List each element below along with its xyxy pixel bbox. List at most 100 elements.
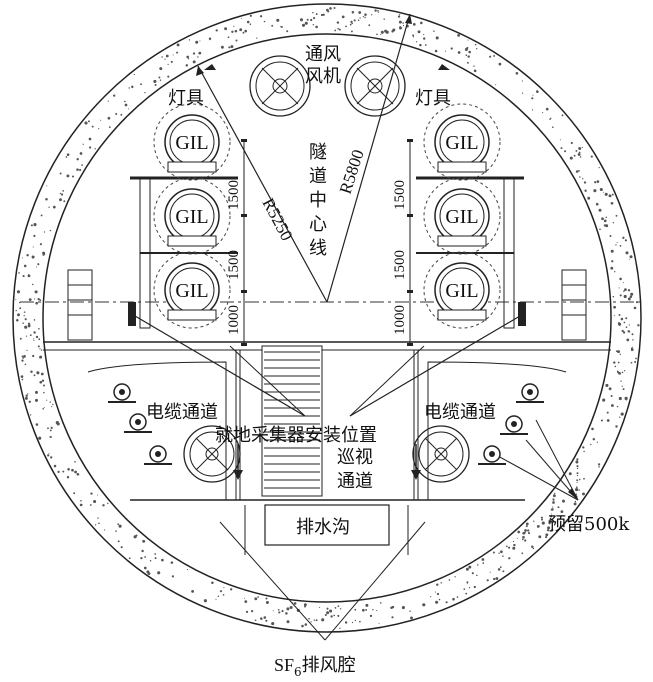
concrete-speckle: [435, 600, 439, 604]
concrete-speckle: [412, 23, 416, 26]
fan-right: [344, 55, 406, 117]
concrete-speckle: [33, 319, 36, 321]
concrete-speckle: [38, 338, 41, 341]
concrete-speckle: [492, 551, 495, 554]
concrete-speckle: [154, 83, 157, 87]
concrete-speckle: [621, 329, 624, 333]
label-sf6-prefix: SF: [274, 655, 294, 675]
concrete-speckle: [553, 494, 556, 498]
concrete-speckles: [15, 7, 640, 629]
concrete-speckle: [576, 474, 578, 477]
concrete-speckle: [27, 274, 30, 276]
concrete-speckle: [249, 14, 252, 17]
concrete-speckle: [380, 33, 382, 36]
concrete-speckle: [581, 146, 583, 149]
concrete-speckle: [104, 529, 106, 531]
concrete-speckle: [422, 603, 426, 607]
concrete-speckle: [171, 575, 175, 578]
concrete-speckle: [50, 456, 53, 459]
concrete-speckle: [576, 472, 579, 475]
concrete-speckle: [301, 23, 306, 27]
concrete-speckle: [457, 51, 461, 54]
concrete-speckle: [626, 338, 630, 342]
concrete-speckle: [280, 26, 283, 28]
concrete-speckle: [38, 436, 42, 440]
concrete-speckle: [409, 610, 411, 612]
concrete-speckle: [610, 249, 614, 253]
concrete-speckle: [399, 25, 401, 28]
concrete-speckle: [602, 398, 606, 402]
concrete-speckle: [354, 608, 357, 611]
concrete-speckle: [354, 619, 357, 622]
concrete-speckle: [508, 546, 511, 549]
concrete-speckle: [498, 552, 500, 554]
concrete-speckle: [349, 23, 352, 26]
concrete-speckle: [599, 187, 603, 192]
dim-right-3: 1000: [392, 305, 408, 335]
concrete-speckle: [281, 610, 284, 613]
concrete-speckle: [338, 28, 341, 31]
concrete-speckle: [240, 17, 242, 20]
sensor-core: [119, 389, 125, 395]
concrete-speckle: [220, 45, 224, 49]
concrete-speckle: [211, 581, 214, 584]
concrete-speckle: [312, 12, 314, 14]
concrete-speckle: [31, 283, 34, 286]
concrete-speckle: [430, 596, 432, 598]
concrete-speckle: [22, 357, 24, 359]
concrete-speckle: [576, 458, 579, 461]
concrete-speckle: [131, 85, 134, 89]
concrete-speckle: [538, 535, 542, 539]
concrete-speckle: [476, 48, 478, 50]
concrete-speckle: [37, 345, 40, 348]
concrete-speckle: [66, 153, 70, 156]
concrete-speckle: [254, 619, 257, 622]
concrete-speckle: [89, 504, 92, 506]
concrete-speckle: [128, 557, 131, 560]
concrete-speckle: [94, 148, 96, 150]
concrete-speckle: [624, 239, 628, 242]
concrete-speckle: [67, 468, 70, 471]
concrete-speckle: [326, 611, 330, 615]
concrete-speckle: [473, 585, 476, 589]
concrete-speckle: [399, 26, 402, 30]
concrete-speckle: [87, 120, 90, 123]
concrete-speckle: [622, 388, 625, 391]
concrete-speckle: [622, 236, 625, 239]
concrete-speckle: [62, 470, 65, 473]
concrete-speckle: [15, 299, 17, 301]
concrete-speckle: [242, 31, 245, 34]
concrete-speckle: [417, 30, 421, 34]
concrete-speckle: [493, 577, 496, 581]
concrete-speckle: [315, 619, 318, 622]
concrete-speckle: [40, 214, 43, 217]
gil-clearance-circle: [423, 177, 501, 255]
concrete-speckle: [128, 108, 130, 110]
concrete-speckle: [76, 472, 80, 476]
concrete-speckle: [49, 436, 51, 438]
concrete-speckle: [24, 396, 28, 400]
concrete-speckle: [531, 545, 534, 549]
concrete-speckle: [377, 10, 379, 12]
concrete-speckle: [412, 36, 415, 38]
concrete-speckle: [448, 579, 451, 581]
concrete-speckle: [43, 391, 45, 394]
concrete-speckle: [357, 19, 360, 22]
concrete-speckle: [618, 322, 622, 326]
concrete-speckle: [60, 193, 64, 196]
cable-tray-right: [561, 269, 587, 341]
concrete-speckle: [21, 378, 24, 381]
concrete-speckle: [286, 30, 289, 33]
concrete-speckle: [98, 128, 100, 130]
gil-pipe: GIL: [153, 251, 231, 329]
concrete-speckle: [521, 552, 524, 555]
concrete-speckle: [467, 55, 470, 58]
concrete-speckle: [603, 224, 607, 227]
concrete-speckle: [627, 330, 630, 333]
concrete-speckle: [587, 196, 591, 200]
concrete-speckle: [583, 450, 585, 453]
concrete-speckle: [362, 15, 365, 18]
concrete-speckle: [512, 540, 515, 543]
